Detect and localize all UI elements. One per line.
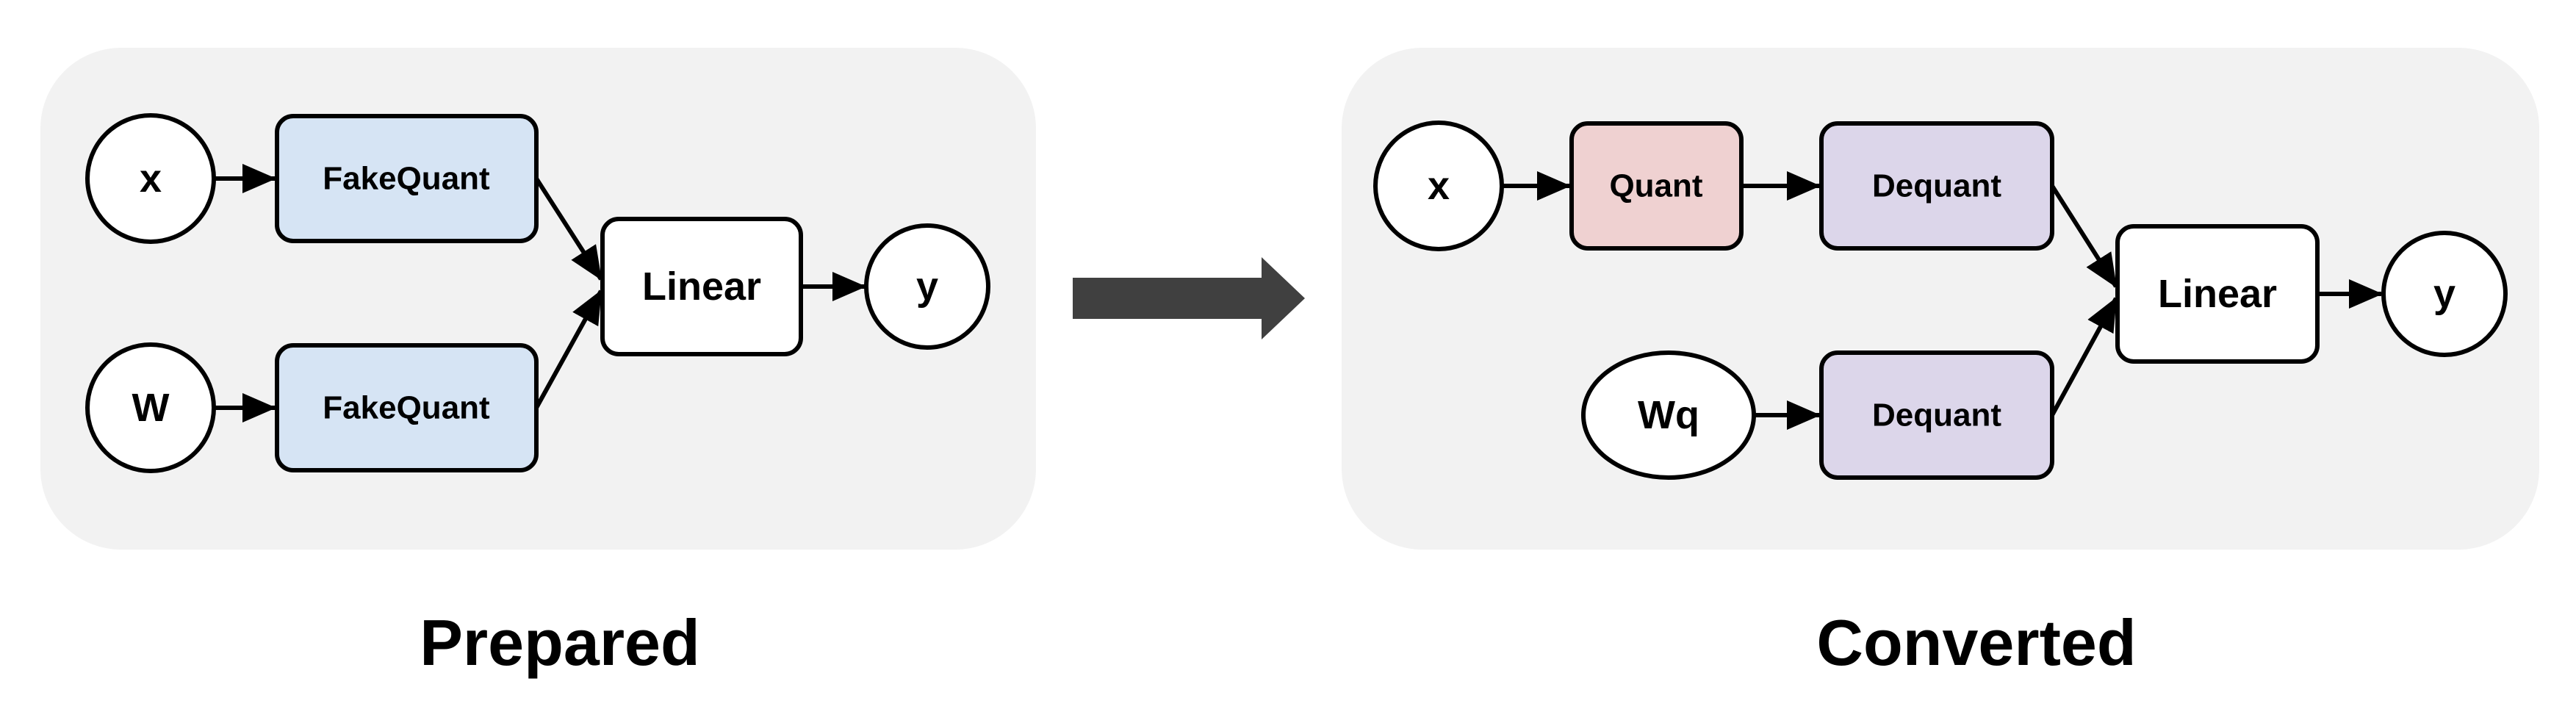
prepared-panel: x W FakeQuant FakeQuant Linear y bbox=[40, 48, 1036, 550]
node-linear-label: Linear bbox=[642, 265, 761, 309]
edge-dequant-top-to-linear bbox=[2050, 184, 2118, 288]
node-dequant-bottom-label: Dequant bbox=[1872, 398, 2001, 434]
converted-caption: Converted bbox=[1816, 606, 2136, 679]
node-fakequant-top-label: FakeQuant bbox=[323, 161, 490, 197]
node-y-label: y bbox=[2433, 272, 2456, 316]
node-w: W bbox=[85, 342, 216, 473]
node-linear: Linear bbox=[2115, 224, 2320, 364]
node-x-label: x bbox=[140, 157, 162, 201]
node-fakequant-top: FakeQuant bbox=[275, 114, 539, 243]
edge-dequant-bottom-to-linear bbox=[2050, 297, 2118, 417]
node-x: x bbox=[1373, 120, 1504, 251]
node-quant-label: Quant bbox=[1609, 168, 1702, 204]
prepared-caption: Prepared bbox=[420, 606, 700, 679]
node-linear: Linear bbox=[600, 217, 803, 356]
converted-panel: x Quant Dequant Wq Dequant Linear y bbox=[1342, 48, 2539, 550]
node-wq-label: Wq bbox=[1638, 393, 1699, 437]
node-y: y bbox=[864, 223, 990, 350]
node-fakequant-bottom-label: FakeQuant bbox=[323, 390, 490, 426]
node-linear-label: Linear bbox=[2158, 272, 2277, 316]
node-x: x bbox=[85, 113, 216, 244]
node-quant: Quant bbox=[1569, 121, 1744, 251]
edge-fakequant-bottom-to-linear bbox=[534, 289, 603, 409]
node-dequant-bottom: Dequant bbox=[1819, 350, 2054, 480]
node-fakequant-bottom: FakeQuant bbox=[275, 343, 539, 472]
transition-arrow bbox=[1073, 257, 1305, 339]
edge-fakequant-top-to-linear bbox=[534, 177, 603, 281]
node-wq: Wq bbox=[1581, 350, 1756, 480]
node-w-label: W bbox=[132, 386, 170, 430]
node-x-label: x bbox=[1428, 164, 1450, 208]
node-dequant-top: Dequant bbox=[1819, 121, 2054, 251]
node-dequant-top-label: Dequant bbox=[1872, 168, 2001, 204]
node-y-label: y bbox=[916, 265, 938, 309]
node-y: y bbox=[2381, 231, 2508, 357]
